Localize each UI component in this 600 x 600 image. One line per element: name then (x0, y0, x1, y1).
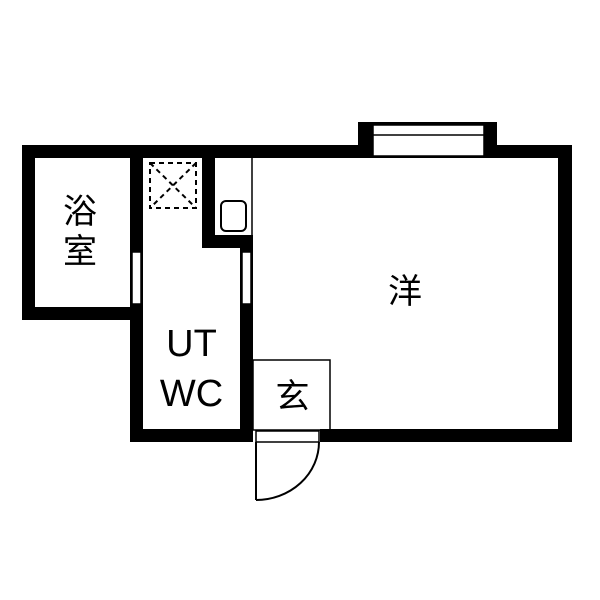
window (372, 124, 485, 157)
utility-label-line1: UT (166, 323, 217, 365)
ut-door (241, 251, 252, 305)
bath-label-line2: 室 (63, 232, 97, 272)
entrance-door (255, 430, 320, 501)
bath-door (131, 251, 142, 305)
bath-label-line1: 浴 (63, 192, 97, 232)
utility-room-label: UT WC (143, 325, 240, 425)
sink-icon (220, 200, 247, 232)
western-room-label: 洋 (388, 272, 422, 312)
washer-space-icon (149, 162, 197, 209)
utility-label-line2: WC (159, 373, 224, 415)
entrance-label: 玄 (275, 377, 310, 417)
entrance-area (252, 359, 331, 431)
bath-room-label: 浴 室 (55, 195, 105, 275)
